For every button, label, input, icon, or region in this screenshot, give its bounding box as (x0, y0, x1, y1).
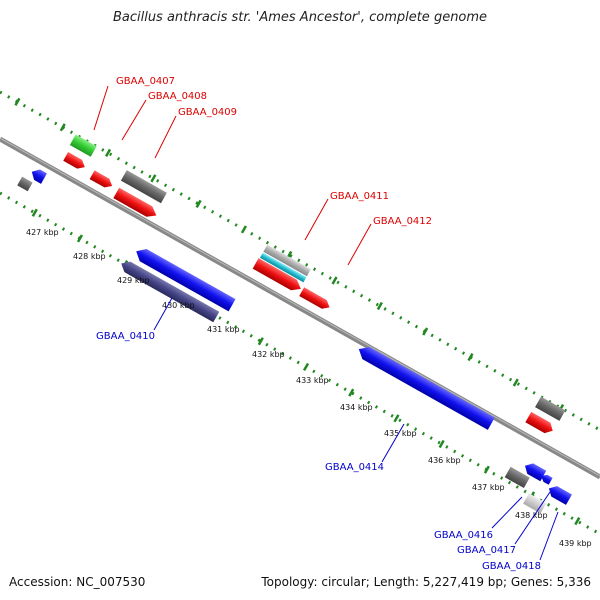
leader-line (121, 99, 147, 141)
gene-arrow-reverse[interactable] (29, 166, 47, 184)
gene-arrow-light[interactable] (523, 493, 547, 514)
gene-label-forward[interactable]: GBAA_0412 (373, 216, 432, 227)
major-tick (331, 276, 338, 285)
major-tick (59, 123, 66, 132)
major-tick (574, 516, 581, 526)
leader-line (347, 223, 372, 266)
leader-line (304, 198, 329, 241)
outer-ticks (14, 97, 565, 413)
major-tick (302, 362, 310, 372)
kbp-label: 432 kbp (252, 350, 285, 359)
kbp-label: 435 kbp (384, 429, 417, 438)
gene-label-reverse[interactable]: GBAA_0410 (96, 331, 155, 342)
kbp-label: 437 kbp (472, 483, 505, 492)
gene-arrow-reverse[interactable] (546, 483, 572, 505)
major-tick (104, 148, 112, 157)
leader-line (539, 511, 559, 561)
leader-line (514, 491, 551, 545)
kbp-label: 434 kbp (340, 403, 373, 412)
cyan-feature[interactable] (259, 252, 307, 283)
kbp-label: 436 kbp (428, 456, 461, 465)
kbp-label: 431 kbp (207, 325, 240, 334)
major-tick (14, 97, 21, 106)
major-tick (438, 439, 445, 449)
major-tick (512, 378, 519, 387)
gene-arrow-gray[interactable] (504, 466, 530, 489)
major-tick (467, 352, 474, 362)
major-tick (422, 327, 429, 336)
kbp-label: 439 kbp (559, 539, 592, 548)
major-tick (483, 465, 490, 474)
gene-arrow-gray[interactable] (535, 396, 566, 421)
leader-line (153, 297, 173, 331)
kbp-label: 429 kbp (117, 276, 150, 285)
inner-ticks (31, 208, 581, 526)
gene-label-forward[interactable]: GBAA_0411 (330, 191, 389, 202)
map-title: Bacillus anthracis str. 'Ames Ancestor',… (112, 10, 488, 25)
gene-label-reverse[interactable]: GBAA_0416 (434, 530, 493, 541)
genome-summary-text: Topology: circular; Length: 5,227,419 bp… (261, 575, 591, 589)
leader-line (381, 423, 405, 463)
gene-arrow-gray[interactable] (120, 170, 167, 204)
kbp-ruler: 427 kbp 428 kbp 429 kbp 430 kbp 431 kbp … (26, 228, 592, 548)
accession-text: Accession: NC_007530 (9, 575, 146, 589)
gene-arrow-reverse[interactable] (133, 245, 236, 312)
major-tick (257, 337, 264, 346)
backbone-highlight (0, 137, 600, 477)
rna-green-feature[interactable] (69, 134, 97, 157)
inner-tick-track (0, 191, 600, 536)
gene-arrow-reverse[interactable] (539, 472, 553, 485)
gene-label-forward[interactable]: GBAA_0409 (178, 107, 237, 118)
kbp-label: 427 kbp (26, 228, 59, 237)
major-tick (31, 208, 38, 217)
forward-gene-labels: GBAA_0407 GBAA_0408 GBAA_0409 GBAA_0411 … (93, 76, 432, 266)
gene-label-reverse[interactable]: GBAA_0414 (325, 462, 384, 473)
gene-label-forward[interactable]: GBAA_0408 (148, 91, 207, 102)
major-tick (393, 414, 400, 423)
major-tick (195, 199, 202, 209)
leader-line (93, 85, 109, 131)
gene-arrow-reverse[interactable] (355, 343, 495, 430)
reverse-gene-labels: GBAA_0410 GBAA_0414 GBAA_0416 GBAA_0417 … (96, 297, 559, 572)
leader-line (154, 115, 177, 159)
gene-arrow-forward[interactable] (89, 170, 115, 190)
kbp-label: 430 kbp (162, 301, 195, 310)
gene-arrow-forward[interactable] (299, 287, 332, 311)
major-tick (376, 301, 383, 311)
gene-label-forward[interactable]: GBAA_0407 (116, 76, 175, 87)
leader-line (491, 496, 523, 529)
kbp-label: 438 kbp (515, 511, 548, 520)
gene-arrow-reverse[interactable] (522, 460, 547, 482)
major-tick (150, 174, 157, 183)
major-tick (348, 388, 355, 397)
gene-arrow-gray[interactable] (17, 176, 33, 192)
gene-arrow-forward[interactable] (113, 187, 159, 221)
gene-label-reverse[interactable]: GBAA_0418 (482, 561, 541, 572)
major-tick (76, 234, 84, 243)
backbone-line (0, 136, 600, 480)
gene-arrow-silver[interactable] (263, 244, 311, 277)
kbp-label: 433 kbp (296, 376, 329, 385)
gene-arrow-forward[interactable] (252, 258, 304, 294)
major-tick (240, 225, 248, 234)
kbp-label: 428 kbp (73, 252, 106, 261)
gene-arrow-reverse[interactable] (118, 258, 220, 323)
gene-label-reverse[interactable]: GBAA_0417 (457, 545, 516, 556)
gene-arrow-forward[interactable] (63, 152, 87, 172)
gene-arrow-forward[interactable] (525, 411, 555, 436)
